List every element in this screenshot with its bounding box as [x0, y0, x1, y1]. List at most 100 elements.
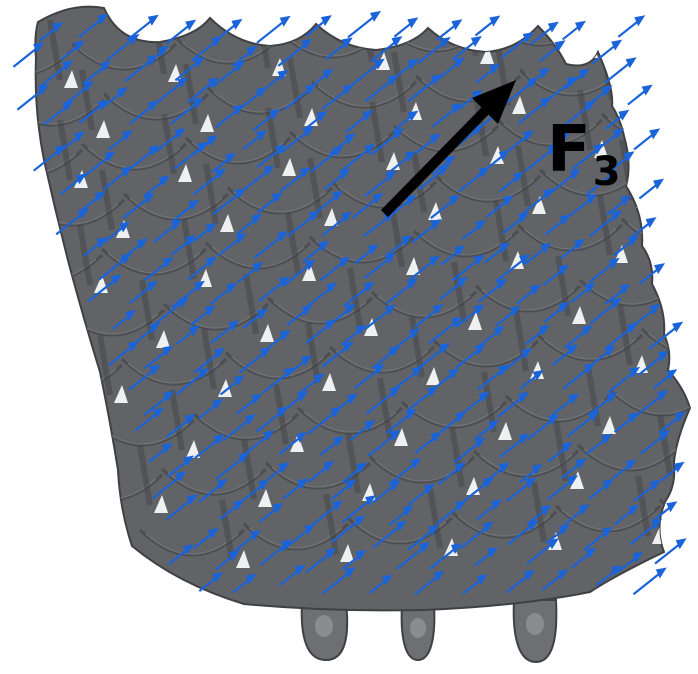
- force-vector-head: [611, 564, 623, 576]
- force-vector-head: [225, 152, 237, 164]
- force-vector-head: [489, 63, 501, 75]
- scale-highlight: [687, 442, 691, 464]
- force-vector-head: [532, 369, 544, 381]
- force-vector-head: [471, 89, 483, 101]
- force-vector-shaft: [583, 531, 608, 551]
- force-vector-head: [325, 547, 337, 559]
- force-vector-head: [448, 368, 460, 380]
- force-vector-head: [476, 573, 488, 585]
- force-vector-head: [147, 14, 159, 26]
- force-vector-head: [391, 36, 403, 48]
- scale-edge: [296, 406, 404, 435]
- scale-fin: [659, 249, 675, 311]
- force-vector-shaft: [386, 155, 411, 175]
- force-vector-head: [666, 501, 678, 513]
- force-vector-head: [339, 168, 351, 180]
- force-vector-head: [666, 369, 678, 381]
- force-vector-head: [259, 347, 271, 359]
- scale-highlight: [689, 277, 691, 299]
- scale-highlight: [77, 47, 171, 69]
- force-vector-shaft: [394, 114, 414, 131]
- force-vector-head: [193, 280, 205, 292]
- force-vector-shaft: [411, 223, 437, 244]
- force-vector-head: [559, 214, 571, 226]
- scale-edge: [35, 98, 106, 127]
- force-vector-head: [146, 280, 158, 292]
- force-vector-head: [655, 567, 667, 579]
- scale-edge: [450, 510, 558, 539]
- force-vector-shaft: [541, 573, 564, 591]
- force-vector-head: [205, 222, 217, 234]
- force-vector-shaft: [219, 504, 239, 521]
- force-vector-shaft: [286, 308, 308, 327]
- force-vector-shaft: [155, 301, 184, 325]
- force-vector-shaft: [632, 571, 662, 596]
- force-vector-head: [487, 546, 499, 558]
- scale-edge: [328, 345, 436, 374]
- scale-highlight: [647, 332, 691, 354]
- force-vector-shaft: [83, 241, 102, 257]
- force-vector-head: [611, 39, 623, 51]
- force-vector-head: [586, 193, 598, 205]
- force-vector-head: [333, 435, 345, 447]
- force-vector-head: [496, 278, 508, 290]
- force-vector-shaft: [105, 38, 135, 62]
- force-vector-head: [601, 526, 613, 538]
- force-vector-head: [451, 19, 463, 31]
- force-vector-head: [657, 389, 669, 401]
- force-vector-head: [305, 84, 317, 96]
- force-vector-shaft: [279, 171, 306, 193]
- force-vector-head: [308, 210, 320, 222]
- force-vector-head: [246, 45, 258, 57]
- force-vector-shaft: [170, 239, 191, 256]
- force-vector-head: [585, 547, 597, 559]
- force-vector-head: [454, 500, 466, 512]
- force-vector-head: [235, 232, 247, 244]
- force-vector-head: [54, 145, 66, 157]
- force-vector-shaft: [144, 261, 169, 282]
- force-vector-head: [653, 178, 665, 190]
- force-vector-head: [385, 170, 397, 182]
- force-vector-head: [324, 319, 336, 331]
- force-vector-shaft: [432, 107, 457, 128]
- force-vector-head: [628, 504, 640, 516]
- force-vector-head: [182, 455, 194, 467]
- force-vector-head: [569, 168, 581, 180]
- scale-edge: [472, 449, 580, 478]
- force-vector-head: [193, 56, 205, 68]
- scale-gap: [406, 257, 420, 275]
- force-vector-shaft: [193, 351, 220, 374]
- force-vector-shaft: [364, 175, 392, 198]
- force-vector-shaft: [435, 504, 461, 525]
- force-vector-shaft: [309, 504, 338, 528]
- force-vector-head: [557, 569, 569, 581]
- force-vector-shaft: [340, 147, 371, 172]
- force-vector-shaft: [654, 542, 682, 565]
- force-vector-shaft: [438, 281, 463, 301]
- force-vector-head: [271, 192, 283, 204]
- force-vector-shaft: [612, 463, 632, 480]
- force-vector-head: [409, 328, 421, 340]
- scale-fin: [181, 218, 197, 280]
- force-vector-head: [238, 452, 250, 464]
- force-vector-head: [163, 390, 175, 402]
- force-label-subscript: 3: [592, 149, 621, 195]
- force-vector-shaft: [473, 423, 494, 441]
- scale-highlight: [109, 97, 203, 119]
- force-vector-head: [318, 240, 330, 252]
- force-vector-shaft: [370, 40, 398, 62]
- force-vector-head: [250, 529, 262, 541]
- force-vector-head: [381, 574, 393, 586]
- force-vector-head: [177, 77, 189, 89]
- force-vector-shaft: [354, 368, 380, 390]
- force-vector-shaft: [148, 446, 168, 463]
- force-vector-head: [606, 169, 618, 181]
- force-vector-shaft: [173, 145, 203, 170]
- force-vector-head: [493, 325, 505, 337]
- force-vector-head: [231, 18, 243, 30]
- force-vector-shaft: [134, 411, 159, 432]
- force-vector-shaft: [369, 132, 399, 156]
- force-vector-head: [474, 344, 486, 356]
- force-vector-head: [283, 367, 295, 379]
- scale-edge: [536, 333, 644, 362]
